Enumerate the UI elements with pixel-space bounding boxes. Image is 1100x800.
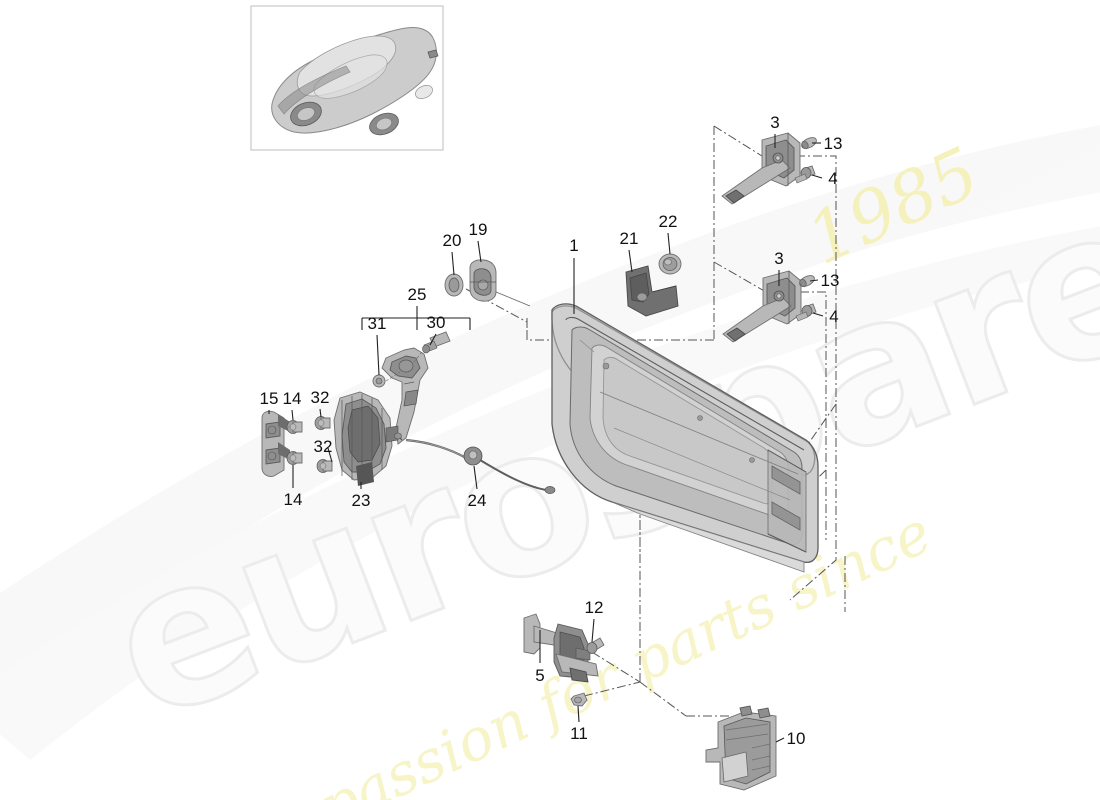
handle-mount-assembly (372, 331, 451, 445)
callout-21: 21 (620, 229, 639, 248)
rubber-plug-part (658, 253, 682, 275)
upper-hinge-assembly (721, 132, 817, 205)
handle-adjust-screw (422, 331, 451, 354)
watermark-layer: eurospares eurospares a passion for part… (0, 116, 1100, 800)
vehicle-thumbnail (250, 5, 444, 151)
striker-bolt-lower (286, 451, 303, 465)
door-shell-part (551, 303, 819, 573)
sill-trim-panel-part (705, 705, 777, 791)
callout-5: 5 (535, 666, 544, 685)
check-strap-nut (570, 692, 588, 707)
callout-32-lower: 32 (314, 437, 333, 456)
callout-3-lower: 3 (774, 249, 783, 268)
callout-12: 12 (585, 598, 604, 617)
callout-31: 31 (368, 314, 387, 333)
callout-3-upper: 3 (770, 113, 779, 132)
corner-bracket-part (625, 253, 682, 317)
car-illustration (271, 27, 439, 136)
striker-bolt-upper (286, 420, 303, 434)
latch-screw-lower (316, 459, 333, 473)
mirror-bracket-part (444, 259, 531, 307)
callout-11: 11 (570, 724, 588, 743)
callout-15: 15 (260, 389, 279, 408)
callout-10: 10 (787, 729, 806, 748)
callout-14-upper: 14 (283, 389, 302, 408)
watermark-swoosh-2 (0, 226, 1100, 760)
callout-25: 25 (408, 285, 427, 304)
callout-numbers: 1 3 13 4 3 13 4 21 22 19 20 25 31 30 15 … (260, 113, 843, 748)
callout-4-upper: 4 (828, 169, 837, 188)
callout-20: 20 (443, 231, 462, 250)
lower-hinge-assembly (722, 270, 817, 343)
hinge-bolt-upper (794, 165, 816, 184)
hinge-pin-lower (799, 275, 815, 288)
callout-4-lower: 4 (829, 307, 838, 326)
callout-1: 1 (569, 236, 578, 255)
hinge-pin-upper (801, 137, 817, 150)
check-strap-screw (586, 637, 605, 654)
callout-19: 19 (469, 220, 488, 239)
callout-leader-lines (268, 134, 824, 743)
hinge-bolt-lower (795, 303, 817, 322)
callout-13-upper: 13 (824, 134, 843, 153)
handle-bearing-pin (372, 374, 386, 388)
door-lock-latch-part (314, 391, 399, 486)
callout-22: 22 (659, 212, 678, 231)
latch-screw-upper (314, 416, 331, 430)
mirror-grommet-part (444, 273, 464, 297)
door-lock-striker-part (261, 410, 303, 477)
callout-30: 30 (427, 313, 446, 332)
callout-24: 24 (468, 491, 487, 510)
callout-32-upper: 32 (311, 388, 330, 407)
callout-13-lower: 13 (821, 271, 840, 290)
bowden-cable-part (394, 432, 556, 494)
callout-23: 23 (352, 491, 371, 510)
watermark-swoosh (0, 125, 1100, 700)
callout-14-lower: 14 (284, 490, 303, 509)
